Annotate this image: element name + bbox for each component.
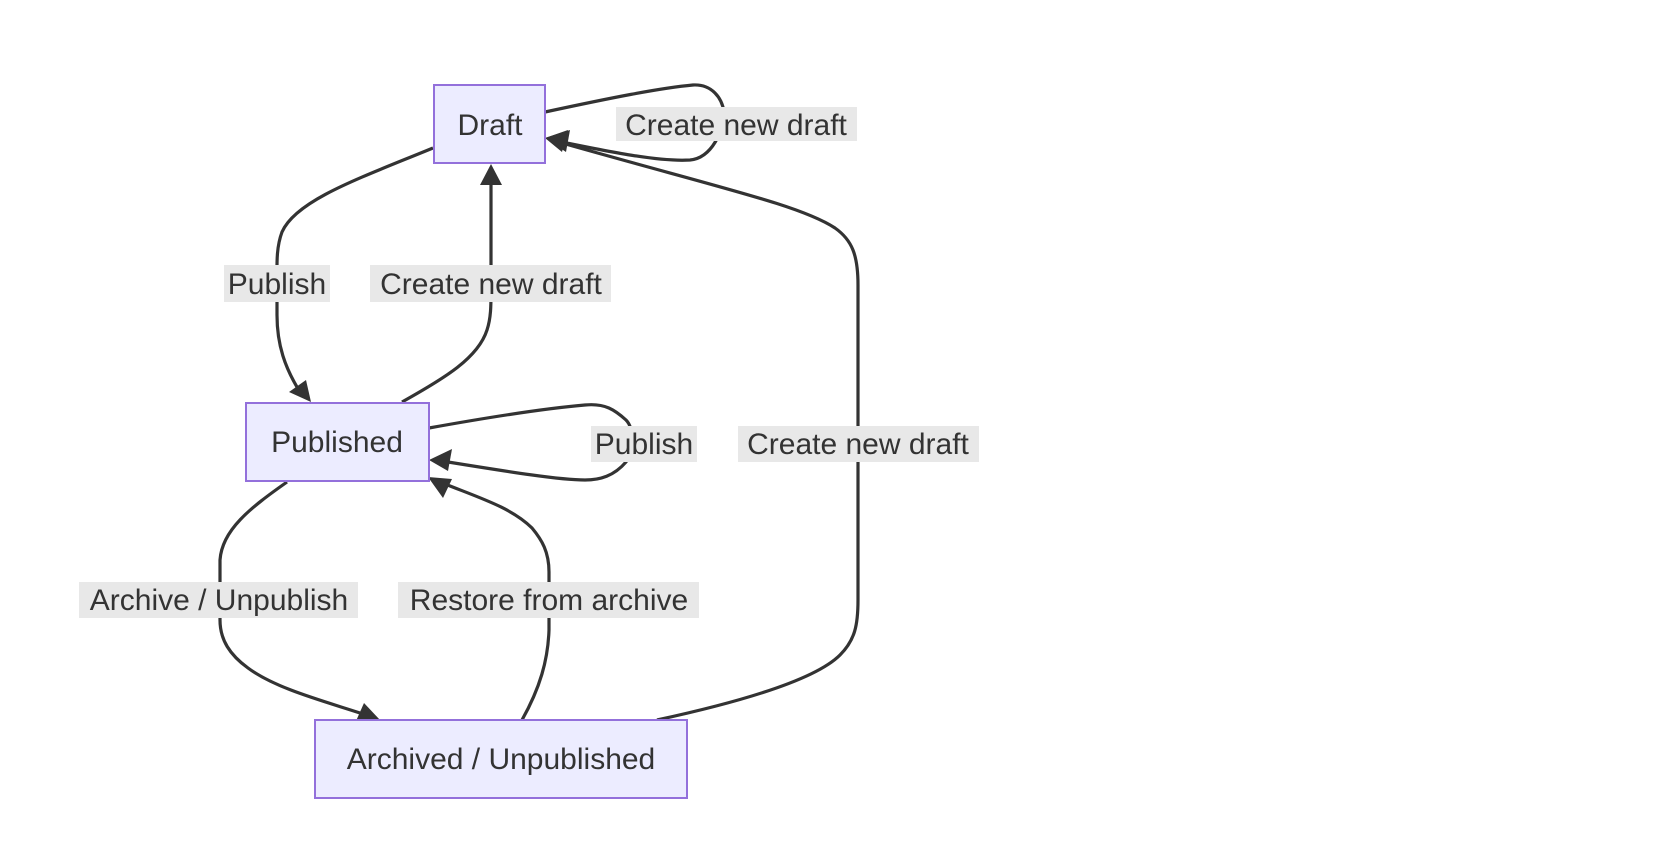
nodes: Draft Published Archived / Unpublished [245,84,688,799]
edge-labels: Create new draft Publish Create new draf… [79,107,979,618]
edge-label-published-published: Publish [595,428,693,461]
label-bg-draft-published [224,265,330,302]
arrowhead-archived-published [428,477,452,498]
edge-archived-published[interactable] [444,482,551,721]
edge-label-archived-published: Restore from archive [410,584,688,617]
arrowhead-published-archived [356,703,380,721]
label-bg-published-published [591,426,697,462]
label-bg-published-draft [370,265,611,302]
edge-label-published-archived: Archive / Unpublish [90,584,348,617]
node-archived-box[interactable] [314,719,688,799]
label-bg-draft-draft [616,107,857,141]
edge-label-draft-published: Publish [228,268,326,301]
label-bg-published-archived [79,582,358,618]
label-bg-archived-published [398,582,699,618]
node-published-label: Published [271,426,403,459]
arrowhead-archived-draft [545,130,568,152]
edge-label-archived-draft: Create new draft [747,428,969,461]
label-bg-archived-draft [738,426,979,462]
arrowhead-published-published [429,449,452,471]
node-published-box[interactable] [245,402,430,482]
edge-label-draft-draft: Create new draft [625,109,847,142]
edges [218,83,860,722]
edge-label-published-draft: Create new draft [380,268,602,301]
node-archived-label: Archived / Unpublished [347,743,656,776]
arrowhead-published-draft [480,164,502,185]
node-archived[interactable]: Archived / Unpublished [314,719,688,799]
edge-published-archived[interactable] [218,480,361,715]
edge-draft-published[interactable] [275,146,434,393]
edge-archived-draft[interactable] [554,139,860,722]
node-draft-box[interactable] [433,84,546,164]
node-published[interactable]: Published [245,402,430,482]
node-draft[interactable]: Draft [433,84,546,164]
node-draft-label: Draft [457,109,523,142]
arrowhead-draft-published [289,380,311,402]
